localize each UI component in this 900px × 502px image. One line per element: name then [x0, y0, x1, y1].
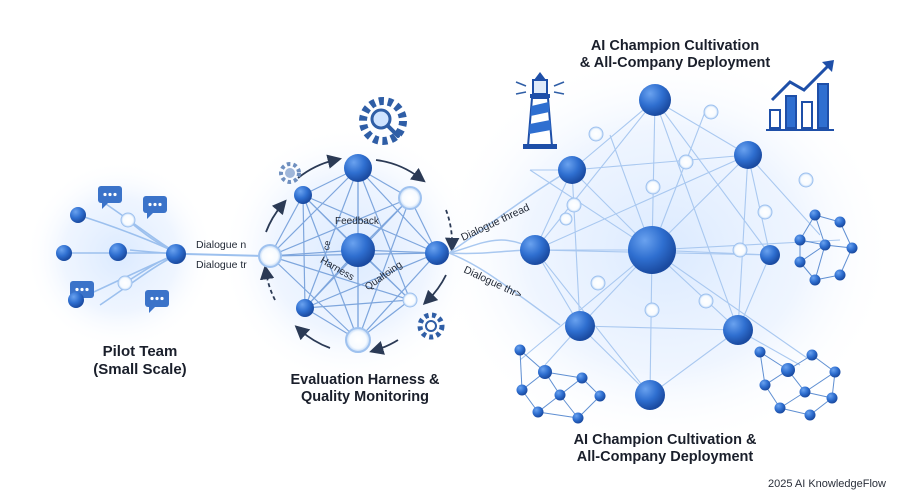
champion-node	[734, 141, 762, 169]
pilot-team-cluster	[56, 186, 186, 313]
growth-chart-icon	[766, 60, 834, 131]
eval-node-light	[398, 186, 422, 210]
champion-light-nodes	[559, 104, 814, 318]
eval-node-light	[345, 327, 371, 353]
footer-credit: 2025 AI KnowledgeFlow	[767, 478, 886, 490]
eval-node	[344, 154, 372, 182]
champion-top-line1: AI Champion Cultivation	[590, 38, 760, 54]
satellite-cluster-bottom-right	[754, 346, 841, 421]
eval-title-line1: Evaluation Harness &	[290, 372, 440, 388]
champion-node-light	[590, 275, 606, 291]
champion-nodes	[520, 84, 780, 410]
champion-node-light	[678, 154, 694, 170]
champion-node	[723, 315, 753, 345]
champion-node-light	[732, 242, 748, 258]
pilot-title-line1: Pilot Team	[102, 343, 178, 360]
chat-bubble-icon	[143, 196, 167, 219]
champion-top-title: AI Champion Cultivation & All-Company De…	[555, 38, 795, 73]
pilot-node	[56, 245, 72, 261]
champion-node	[760, 245, 780, 265]
eval-node	[425, 241, 449, 265]
champion-node-light	[566, 197, 582, 213]
champion-top-line2: & All-Company Deployment	[579, 55, 771, 72]
pilot-hub-node	[166, 244, 186, 264]
champion-node-light	[703, 104, 719, 120]
feedback-label: Feedback	[335, 216, 380, 227]
gear-icon	[417, 312, 445, 340]
champion-node	[565, 311, 595, 341]
satellite-cluster-bottom-left	[514, 344, 606, 424]
eval-small-label: ce	[321, 240, 333, 251]
champion-core-node	[628, 226, 676, 274]
champion-bottom-title: AI Champion Cultivation & All-Company De…	[545, 432, 785, 467]
champion-bottom-line2: All-Company Deployment	[576, 449, 754, 466]
evaluation-title: Evaluation Harness & Quality Monitoring	[255, 372, 475, 407]
champion-node-light	[588, 126, 604, 142]
chat-bubble-icon	[98, 186, 122, 209]
satellite-cluster-right	[794, 209, 858, 286]
feedback-loop-arrows	[259, 154, 460, 355]
pilot-node-light	[117, 275, 133, 291]
pilot-node	[68, 292, 84, 308]
eval-node-light	[258, 244, 282, 268]
champion-node	[639, 84, 671, 116]
dialogue-label: Dialogue n	[196, 239, 246, 251]
pilot-title-line2: (Small Scale)	[93, 361, 187, 378]
pilot-team-title: Pilot Team (Small Scale)	[70, 343, 210, 379]
champion-node-light	[645, 179, 661, 195]
champion-node-light	[644, 302, 660, 318]
champion-node-light	[798, 172, 814, 188]
gear-icon	[279, 162, 301, 184]
eval-node	[296, 299, 314, 317]
champion-node-light	[698, 293, 714, 309]
chat-bubble-icon	[145, 290, 169, 313]
champion-node-light	[757, 204, 773, 220]
eval-title-line2: Quality Monitoring	[300, 389, 430, 406]
magnifier-gear-icon	[359, 97, 407, 145]
champion-network	[514, 60, 858, 424]
pilot-to-eval-connector: Dialogue n Dialogue tr	[185, 239, 266, 271]
champion-node	[635, 380, 665, 410]
pilot-node	[109, 243, 127, 261]
evaluation-cluster: Feedback Harness Qualtoing ce	[258, 97, 460, 355]
eval-core-node	[341, 233, 375, 267]
pilot-node	[70, 207, 86, 223]
dialogue-label: Dialogue tr	[196, 259, 247, 271]
eval-nodes	[258, 154, 449, 353]
champion-node	[520, 235, 550, 265]
pilot-node-light	[120, 212, 136, 228]
lighthouse-icon	[515, 72, 565, 149]
champion-node	[558, 156, 586, 184]
champion-bottom-line1: AI Champion Cultivation &	[573, 432, 757, 448]
champion-node-light	[559, 212, 573, 226]
eval-node	[294, 186, 312, 204]
eval-node-light	[402, 292, 418, 308]
pilot-nodes	[56, 207, 186, 308]
